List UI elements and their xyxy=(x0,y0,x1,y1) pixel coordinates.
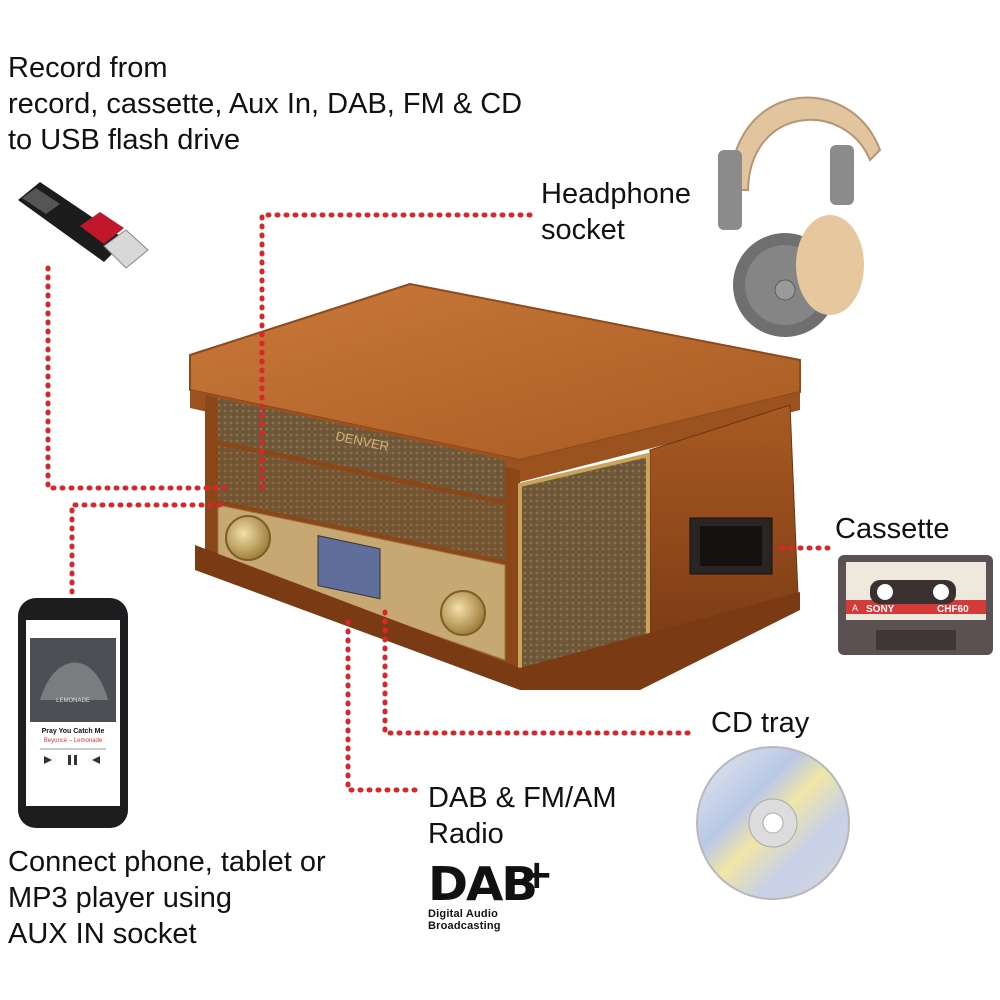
phone-callout-line-3: AUX IN socket xyxy=(8,918,197,950)
phone-album-art-text: LEMONADE xyxy=(56,698,90,704)
dab-logo-word: DAB xyxy=(428,857,538,911)
dab-logo-plus: + xyxy=(520,852,554,898)
usb-flash-drive-icon xyxy=(18,182,149,269)
cd-disc-icon xyxy=(696,746,850,900)
phone-callout-line-2: MP3 player using xyxy=(8,882,233,914)
headphone-callout-line-2: socket xyxy=(541,214,625,246)
cassette-callout-line-1: Cassette xyxy=(835,513,950,545)
record-callout: Record from record, cassette, Aux In, DA… xyxy=(8,50,522,158)
dab-plus-logo: DAB + Digital Audio Broadcasting xyxy=(428,852,558,932)
dab-logo-subtitle: Digital Audio Broadcasting xyxy=(428,908,501,932)
record-callout-line-3: to USB flash drive xyxy=(8,124,241,156)
cassette-callout: Cassette xyxy=(835,511,949,547)
cd-tray-callout: CD tray xyxy=(711,705,809,741)
phone-song-title: Pray You Catch Me xyxy=(41,728,105,735)
phone-callout: Connect phone, tablet or MP3 player usin… xyxy=(8,844,326,952)
phone-callout-line-1: Connect phone, tablet or xyxy=(8,846,326,878)
headphone-callout-line-1: Headphone xyxy=(541,178,691,210)
music-centre-device: DENVER xyxy=(189,282,801,690)
phone-song-artist: Beyoncé – Lemonade xyxy=(43,738,103,744)
svg-text:CHF60: CHF60 xyxy=(937,604,969,615)
cassette-tape-icon: A SONY CHF60 xyxy=(838,555,993,655)
smartphone-icon xyxy=(18,598,128,828)
record-callout-line-1: Record from xyxy=(8,52,168,84)
radio-callout: DAB & FM/AM Radio xyxy=(428,780,617,852)
svg-text:SONY: SONY xyxy=(866,604,895,615)
headphones-icon xyxy=(718,96,882,337)
radio-callout-line-2: Radio xyxy=(428,818,504,850)
record-callout-line-2: record, cassette, Aux In, DAB, FM & CD xyxy=(8,88,523,120)
headphone-callout: Headphone socket xyxy=(541,176,691,248)
cassette-side-label: A xyxy=(852,603,858,613)
cd-tray-callout-line-1: CD tray xyxy=(711,707,810,739)
connector-lines xyxy=(45,212,831,793)
radio-callout-line-1: DAB & FM/AM xyxy=(428,782,617,814)
